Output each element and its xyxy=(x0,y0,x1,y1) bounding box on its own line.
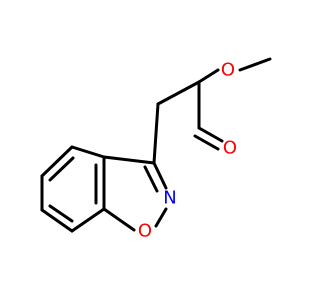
structure-drawing: O O N O xyxy=(40,57,272,242)
bond-benzene-inner-1 xyxy=(48,156,75,182)
bond-carbonyl-double-2 xyxy=(193,134,220,151)
bond-ester-oxygen-carbonyl xyxy=(197,68,220,84)
bond-n-o xyxy=(154,207,168,228)
bond-c3-c3a xyxy=(102,155,156,165)
bond-c3-n-double xyxy=(143,165,159,193)
bond-c3-n xyxy=(152,161,168,190)
atom-o-carbonyl: O xyxy=(223,138,237,159)
bond-c6-c7 xyxy=(40,208,74,233)
bond-carbonyl-double-1 xyxy=(197,126,224,143)
molecule-diagram: O O N O xyxy=(40,57,272,242)
atom-o-ester: O xyxy=(221,60,235,81)
bond-methyl-oxygen xyxy=(238,57,272,72)
bond-c7-c7a xyxy=(70,207,106,233)
bond-c4-c5 xyxy=(40,145,74,178)
bond-ch2-c3b xyxy=(152,102,160,165)
bond-o-c7a xyxy=(102,207,136,232)
atom-o-ring: O xyxy=(138,221,152,242)
bond-c3a-c4 xyxy=(70,145,106,159)
bond-benzene-inner-2 xyxy=(48,204,74,223)
atom-n-ring: N xyxy=(163,188,176,209)
bond-ch2-c3 xyxy=(156,80,201,106)
